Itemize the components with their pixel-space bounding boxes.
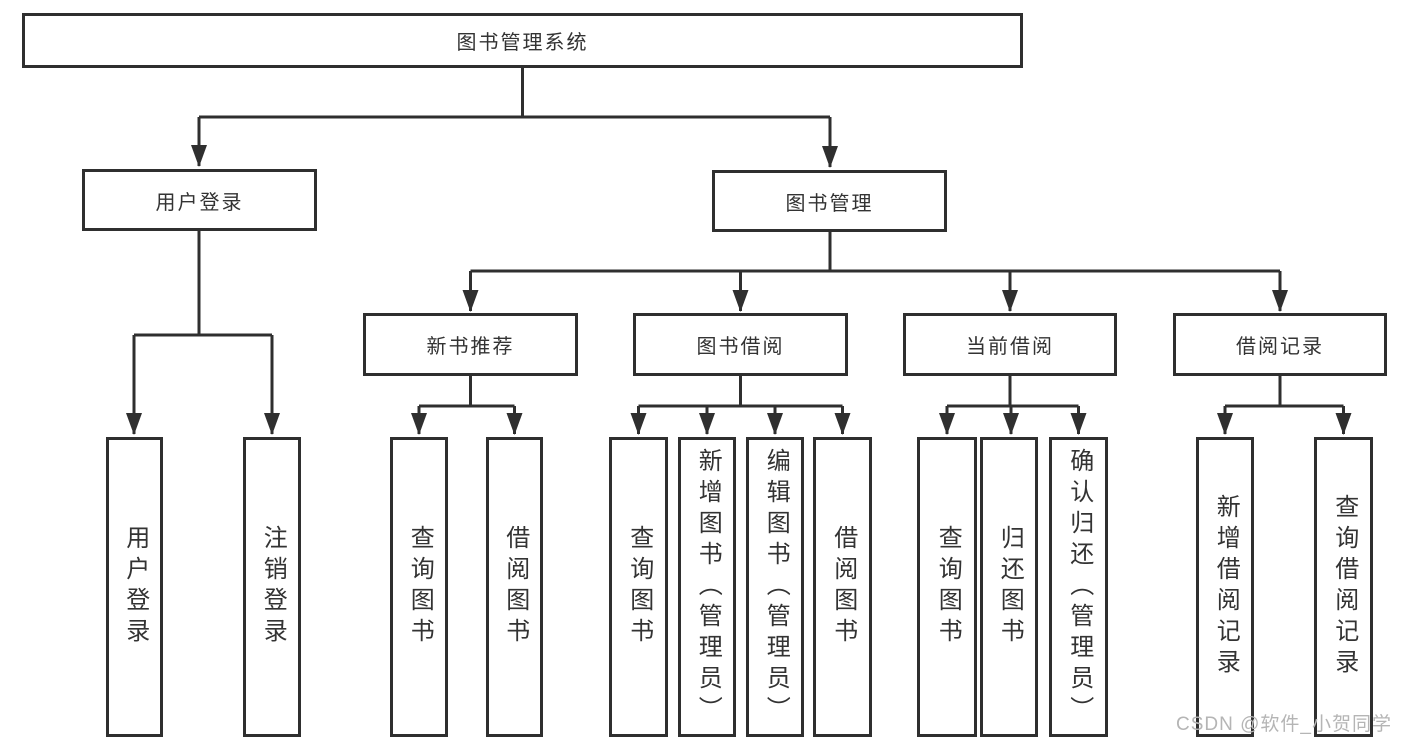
node-current-borrow-label: 当前借阅 xyxy=(966,336,1054,358)
node-leaf-borrow-book-2-label: 借阅图书 xyxy=(829,525,857,649)
node-leaf-query-record: 查询借阅记录 xyxy=(1314,437,1373,737)
node-leaf-query-book-3: 查询图书 xyxy=(917,437,977,737)
node-leaf-borrow-book-1: 借阅图书 xyxy=(486,437,543,737)
node-root-label: 图书管理系统 xyxy=(456,32,589,54)
node-leaf-query-record-label: 查询借阅记录 xyxy=(1330,494,1358,680)
node-leaf-edit-book: 编辑图书（管理员） xyxy=(746,437,804,737)
node-leaf-add-book-label: 新增图书（管理员） xyxy=(694,447,722,727)
node-leaf-query-book-3-label: 查询图书 xyxy=(934,525,962,649)
node-leaf-logout-label: 注销登录 xyxy=(259,525,287,649)
node-leaf-add-record-label: 新增借阅记录 xyxy=(1212,494,1240,680)
node-user-login-label: 用户登录 xyxy=(155,191,244,214)
node-leaf-confirm-return: 确认归还（管理员） xyxy=(1049,437,1108,737)
node-leaf-return-book-label: 归还图书 xyxy=(996,525,1024,649)
node-borrow-records-label: 借阅记录 xyxy=(1236,336,1324,358)
node-book-borrow: 图书借阅 xyxy=(633,313,848,376)
node-leaf-query-book-2: 查询图书 xyxy=(609,437,668,737)
node-new-book-recommend-label: 新书推荐 xyxy=(426,336,515,358)
node-leaf-return-book: 归还图书 xyxy=(980,437,1038,737)
node-leaf-logout: 注销登录 xyxy=(243,437,301,737)
node-leaf-confirm-return-label: 确认归还（管理员） xyxy=(1065,447,1093,727)
node-current-borrow: 当前借阅 xyxy=(903,313,1117,376)
node-user-login: 用户登录 xyxy=(82,169,317,231)
node-borrow-records: 借阅记录 xyxy=(1173,313,1387,376)
node-book-borrow-label: 图书借阅 xyxy=(696,336,785,358)
node-leaf-query-book-1: 查询图书 xyxy=(390,437,448,737)
node-leaf-add-book: 新增图书（管理员） xyxy=(678,437,736,737)
node-book-management-label: 图书管理 xyxy=(785,192,874,215)
node-leaf-user-login-label: 用户登录 xyxy=(121,525,149,649)
node-leaf-add-record: 新增借阅记录 xyxy=(1196,437,1254,737)
node-leaf-query-book-1-label: 查询图书 xyxy=(406,525,434,649)
node-leaf-edit-book-label: 编辑图书（管理员） xyxy=(762,447,790,727)
watermark: CSDN @软件_小贺同学 xyxy=(1176,714,1392,735)
node-leaf-borrow-book-2: 借阅图书 xyxy=(813,437,872,737)
node-new-book-recommend: 新书推荐 xyxy=(363,313,578,376)
node-leaf-query-book-2-label: 查询图书 xyxy=(625,525,653,649)
node-leaf-borrow-book-1-label: 借阅图书 xyxy=(501,525,529,649)
node-root-system: 图书管理系统 xyxy=(22,13,1023,68)
node-leaf-user-login: 用户登录 xyxy=(106,437,163,737)
node-book-management: 图书管理 xyxy=(712,170,947,232)
